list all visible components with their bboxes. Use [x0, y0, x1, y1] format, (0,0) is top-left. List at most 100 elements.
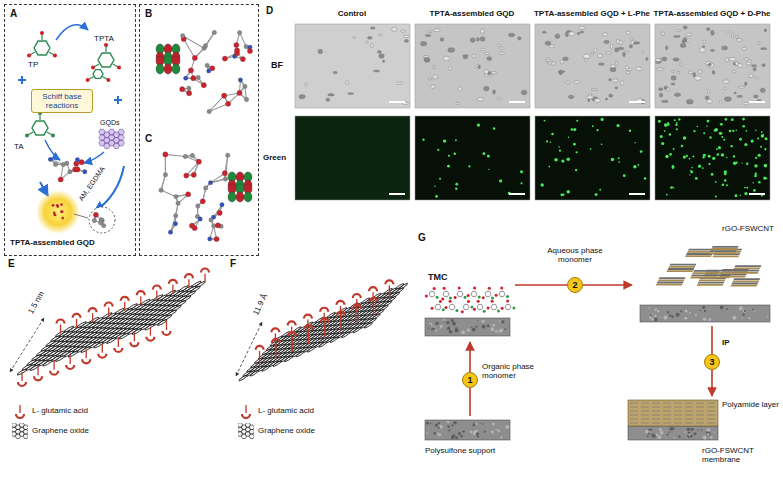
illustration-part	[719, 132, 722, 135]
illustration-part	[586, 96, 593, 99]
illustration-part	[455, 139, 457, 141]
illustration-part	[708, 318, 711, 321]
illustration-part	[764, 164, 768, 168]
illustration-part	[377, 51, 381, 54]
step-circle: 2	[567, 277, 583, 293]
illustration-part	[746, 163, 748, 165]
illustration-part	[53, 54, 57, 58]
illustration-part	[629, 193, 645, 195]
illustration-part	[458, 87, 462, 91]
illustration-part	[463, 56, 468, 59]
illustration-part	[721, 136, 723, 138]
illustration-part	[659, 277, 686, 279]
illustration-part	[172, 64, 180, 74]
legend-item: Graphene oxide	[12, 423, 89, 439]
illustration-part	[746, 62, 751, 65]
illustration-part	[673, 148, 675, 150]
illustration-part	[434, 186, 435, 187]
illustration-part	[437, 433, 438, 434]
illustration-part	[567, 190, 571, 194]
illustration-part	[753, 67, 756, 71]
illustration-part	[618, 161, 620, 163]
illustration-part	[305, 83, 308, 86]
illustration-part	[477, 300, 480, 303]
legend-icon-part	[238, 423, 254, 439]
illustration-part	[500, 436, 502, 438]
illustration-part	[739, 138, 742, 141]
text-label: TPTA-assembled GQD + D-Phe	[654, 9, 771, 18]
illustration-part	[712, 71, 715, 75]
illustration-part	[490, 327, 494, 331]
graphene-sheet-e	[10, 269, 209, 387]
illustration-part	[336, 301, 344, 305]
illustration-part	[256, 346, 264, 365]
illustration-part	[60, 210, 63, 213]
illustration-part	[21, 372, 22, 381]
illustration-part	[92, 218, 96, 222]
illustration-part	[477, 304, 483, 309]
illustration-part	[61, 210, 64, 213]
legend-text: Graphene oxide	[258, 426, 315, 435]
illustration-part	[723, 80, 730, 83]
illustration-part	[425, 420, 510, 440]
legend-icon-part	[19, 405, 20, 413]
illustration-part	[667, 311, 669, 313]
text-label: E	[8, 258, 15, 270]
illustration-part	[732, 130, 734, 132]
illustration-part	[467, 294, 470, 297]
illustration-part	[685, 310, 688, 313]
illustration-part	[497, 309, 500, 312]
illustration-part	[431, 307, 434, 310]
illustration-part	[554, 158, 558, 162]
illustration-part	[709, 253, 736, 255]
illustration-part	[436, 296, 439, 299]
illustration-part	[130, 332, 138, 346]
illustration-part	[201, 269, 209, 283]
illustration-part	[754, 310, 756, 312]
illustration-part	[669, 153, 672, 156]
illustration-part	[551, 133, 554, 136]
illustration-part	[220, 203, 224, 207]
illustration-part	[699, 280, 726, 282]
illustration-part	[545, 41, 551, 45]
illustration-part	[472, 328, 476, 332]
illustration-part	[683, 26, 687, 29]
illustration-part	[651, 318, 654, 321]
text-label: Polyamide layer	[722, 400, 780, 409]
illustration-part	[706, 270, 733, 272]
illustration-part	[678, 71, 680, 74]
illustration-part	[200, 199, 205, 204]
illustration-part	[725, 118, 728, 121]
illustration-part	[477, 436, 479, 438]
illustration-part	[333, 71, 337, 73]
illustration-part	[683, 155, 686, 158]
illustration-part	[478, 295, 481, 298]
illustration-part	[15, 278, 209, 376]
illustration-part	[477, 97, 483, 101]
legend-icon-part	[242, 414, 250, 418]
illustration-part	[307, 320, 308, 334]
illustration-part	[673, 187, 675, 189]
illustration-part	[86, 78, 90, 82]
illustration-part	[326, 98, 330, 102]
illustration-part	[722, 46, 728, 50]
illustration-part	[753, 189, 756, 192]
membrane-art	[425, 246, 770, 440]
illustration-part	[443, 56, 449, 61]
illustration-part	[706, 125, 708, 127]
illustration-part	[668, 431, 670, 433]
illustration-part	[658, 120, 661, 123]
illustration-part	[712, 157, 715, 160]
illustration-part	[336, 301, 344, 320]
illustration-part	[733, 155, 735, 157]
illustration-part	[348, 93, 354, 95]
illustration-part	[440, 325, 443, 328]
illustration-part	[518, 36, 521, 40]
illustration-part	[174, 214, 178, 218]
illustration-part	[446, 321, 449, 324]
illustration-part	[356, 299, 357, 313]
illustration-part	[686, 155, 688, 157]
illustration-part	[618, 157, 620, 159]
